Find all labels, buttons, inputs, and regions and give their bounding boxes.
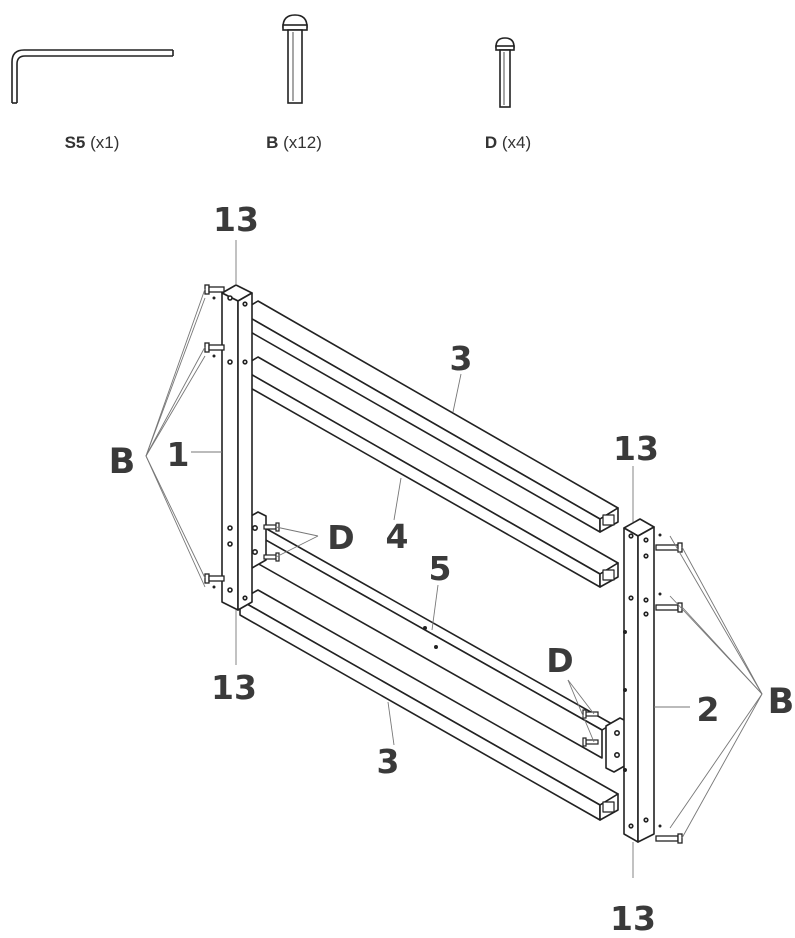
leg-1	[221, 284, 253, 611]
bolt-b-icon	[655, 833, 683, 844]
rail-3-bottom	[239, 589, 619, 821]
hardware-code: S5	[64, 133, 86, 152]
callout-2: 2	[697, 690, 720, 729]
bolt-d-icon	[582, 737, 599, 747]
leader-lines	[145, 240, 763, 878]
short-bolt-icon	[495, 37, 515, 108]
callout-d-upper: D	[327, 518, 354, 557]
callout-b-right: B	[768, 682, 795, 722]
callout-13-bottom-left: 13	[211, 668, 257, 707]
callout-b-left: B	[109, 442, 136, 482]
bolt-b-icon	[204, 573, 225, 584]
hardware-qty: (x4)	[501, 133, 532, 152]
bolt-b-group-left	[204, 284, 225, 589]
callout-13-top-left: 13	[213, 200, 259, 239]
callout-d-lower: D	[546, 641, 573, 680]
allen-key-icon	[11, 49, 174, 104]
hardware-caption-b: B (x12)	[266, 133, 322, 153]
hardware-caption-s5: S5 (x1)	[65, 133, 120, 153]
callout-labels: 13 13 13 13 3 4 5 3 1 2 B B D D	[109, 200, 795, 938]
leg-2	[622, 518, 655, 843]
frame-rails	[239, 300, 629, 821]
bolt-b-icon	[204, 284, 225, 295]
callout-1: 1	[167, 435, 190, 474]
callout-3-top: 3	[450, 339, 473, 378]
hardware-code: B	[266, 133, 279, 152]
callout-3-bottom: 3	[377, 742, 400, 781]
hardware-qty: (x1)	[90, 133, 120, 152]
bolt-b-group-right	[655, 533, 683, 844]
callout-5: 5	[429, 549, 452, 588]
hardware-qty: (x12)	[283, 133, 322, 152]
bolt-b-icon	[204, 342, 225, 353]
callout-13-top-right: 13	[613, 429, 659, 468]
callout-13-bottom-right: 13	[610, 899, 656, 938]
frame-legs	[221, 284, 655, 843]
hardware-code: D	[484, 133, 498, 152]
hardware-caption-d: D (x4)	[485, 133, 531, 153]
long-bolt-icon	[282, 14, 308, 104]
callout-4: 4	[386, 517, 409, 556]
rail-3-top	[239, 300, 619, 533]
